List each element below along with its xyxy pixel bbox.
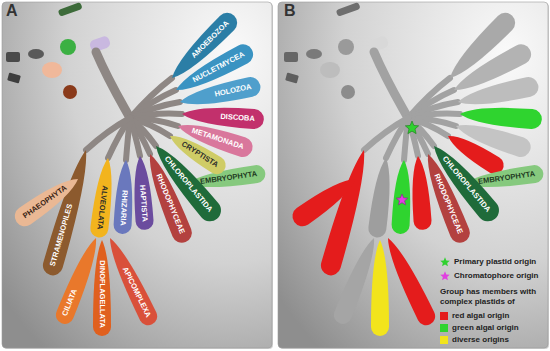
clade-petal: RHIZARIA	[113, 160, 135, 235]
tree-trunk	[374, 52, 408, 118]
sphere-icon	[338, 39, 354, 55]
legend-row: Chromatophore origin	[440, 271, 538, 281]
petal-outline	[380, 234, 438, 328]
petal-outline	[41, 147, 96, 277]
clade-label: APICOMPLEXA	[116, 264, 156, 321]
clade-petal: DINOFLAGELLATA	[93, 240, 111, 336]
panel-shadow	[3, 3, 273, 349]
plastid-star	[405, 121, 418, 134]
legend-row: diverse origins	[440, 335, 509, 345]
clade-petal: ALVEOLATA	[89, 157, 117, 239]
legend-star	[440, 271, 450, 281]
block-icon	[284, 52, 298, 62]
clade-label: HAPTISTA	[133, 184, 154, 222]
rod-icon	[58, 2, 83, 17]
legend-text: diverse origins	[452, 335, 509, 345]
disc-icon	[28, 49, 44, 59]
legend-row: green algal origin	[440, 323, 519, 333]
disc-icon	[306, 49, 322, 59]
petal-outline	[289, 171, 362, 230]
petal-outline	[391, 160, 413, 235]
chromatophore-star	[396, 194, 407, 205]
panel-letter: B	[284, 2, 296, 20]
ball-icon	[341, 85, 355, 99]
tree-trunk	[96, 52, 130, 118]
legend-text: red algal origin	[452, 311, 509, 321]
legend-heading: Group has members with complex plastids …	[440, 287, 550, 307]
blob-icon	[42, 62, 62, 78]
rod-icon	[336, 2, 361, 17]
clade-label: CILIATA	[56, 286, 83, 319]
clade-label: ALVEOLATA	[90, 184, 113, 230]
clade-label: RHIZARIA	[114, 190, 134, 227]
legend-swatch	[440, 336, 448, 344]
panel-a	[2, 2, 272, 348]
legend-text: green algal origin	[452, 323, 519, 333]
petal-outline	[93, 240, 111, 336]
star-symbol	[440, 271, 450, 280]
block-icon	[7, 73, 21, 84]
petal-outline	[367, 157, 395, 239]
petal-outline	[371, 240, 389, 336]
petal-outline	[319, 147, 374, 277]
block-icon	[6, 52, 20, 62]
clade-label: HOLOZOA	[213, 77, 254, 104]
legend-row: red algal origin	[440, 311, 509, 321]
clade-label: DISCOBA	[220, 107, 256, 129]
clade-label: EMBRYOPHYTA	[477, 165, 536, 191]
petal-outline	[456, 75, 540, 112]
block-icon	[285, 73, 299, 84]
legend-text: Chromatophore origin	[454, 271, 538, 281]
clade-label: DINOFLAGELLATA	[93, 260, 111, 328]
legend-row: Primary plastid origin	[440, 257, 536, 267]
tree-branch	[364, 118, 408, 150]
legend-swatch	[440, 312, 448, 320]
petal-outline	[89, 157, 117, 239]
ball-icon	[63, 85, 77, 99]
legend-swatch	[440, 324, 448, 332]
petal-outline	[131, 155, 154, 230]
panel-b	[278, 2, 548, 348]
legend-star	[440, 257, 450, 267]
petal-outline	[178, 75, 262, 112]
sphere-icon	[60, 39, 76, 55]
petal-outline	[102, 234, 160, 328]
petal-outline	[419, 150, 473, 246]
petal-outline	[113, 160, 135, 235]
star-symbol	[440, 257, 450, 266]
tree-branch	[86, 118, 130, 150]
blob-icon	[320, 62, 340, 78]
legend-text: Primary plastid origin	[454, 257, 536, 267]
panel-letter: A	[6, 2, 18, 20]
petal-outline	[11, 171, 84, 230]
